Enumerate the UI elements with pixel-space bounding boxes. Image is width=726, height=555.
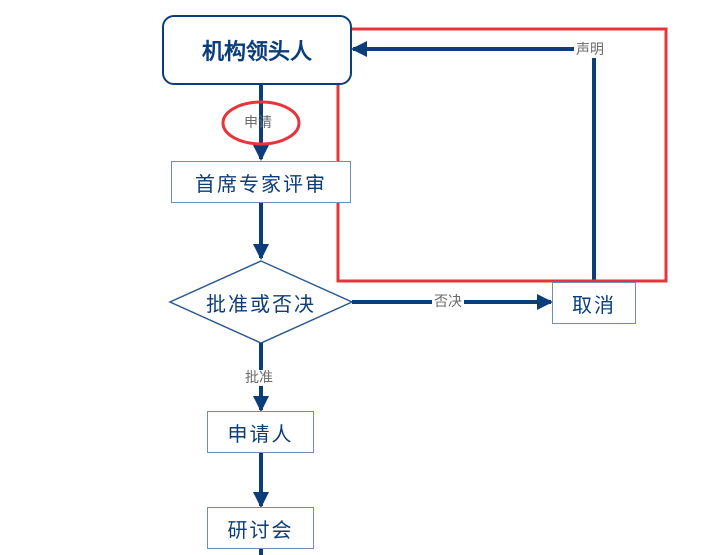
node-applicant[interactable]: 申请人 — [207, 411, 314, 453]
node-org-lead[interactable]: 机构领头人 — [162, 15, 352, 85]
node-seminar[interactable]: 研讨会 — [207, 507, 314, 549]
highlight-ellipse — [221, 100, 301, 146]
edge-label-declare: 声明 — [574, 42, 606, 58]
edge-label-apply: 申请 — [244, 115, 272, 131]
node-cancel[interactable]: 取消 — [552, 282, 636, 324]
node-chief-expert-review[interactable]: 首席专家评审 — [171, 161, 351, 203]
highlight-rectangle — [336, 27, 668, 283]
edge-declare-line — [351, 41, 596, 282]
node-decision-label[interactable]: 批准或否决 — [206, 291, 316, 316]
edge-label-approve: 批准 — [243, 370, 275, 386]
edge-label-reject: 否决 — [432, 294, 464, 310]
